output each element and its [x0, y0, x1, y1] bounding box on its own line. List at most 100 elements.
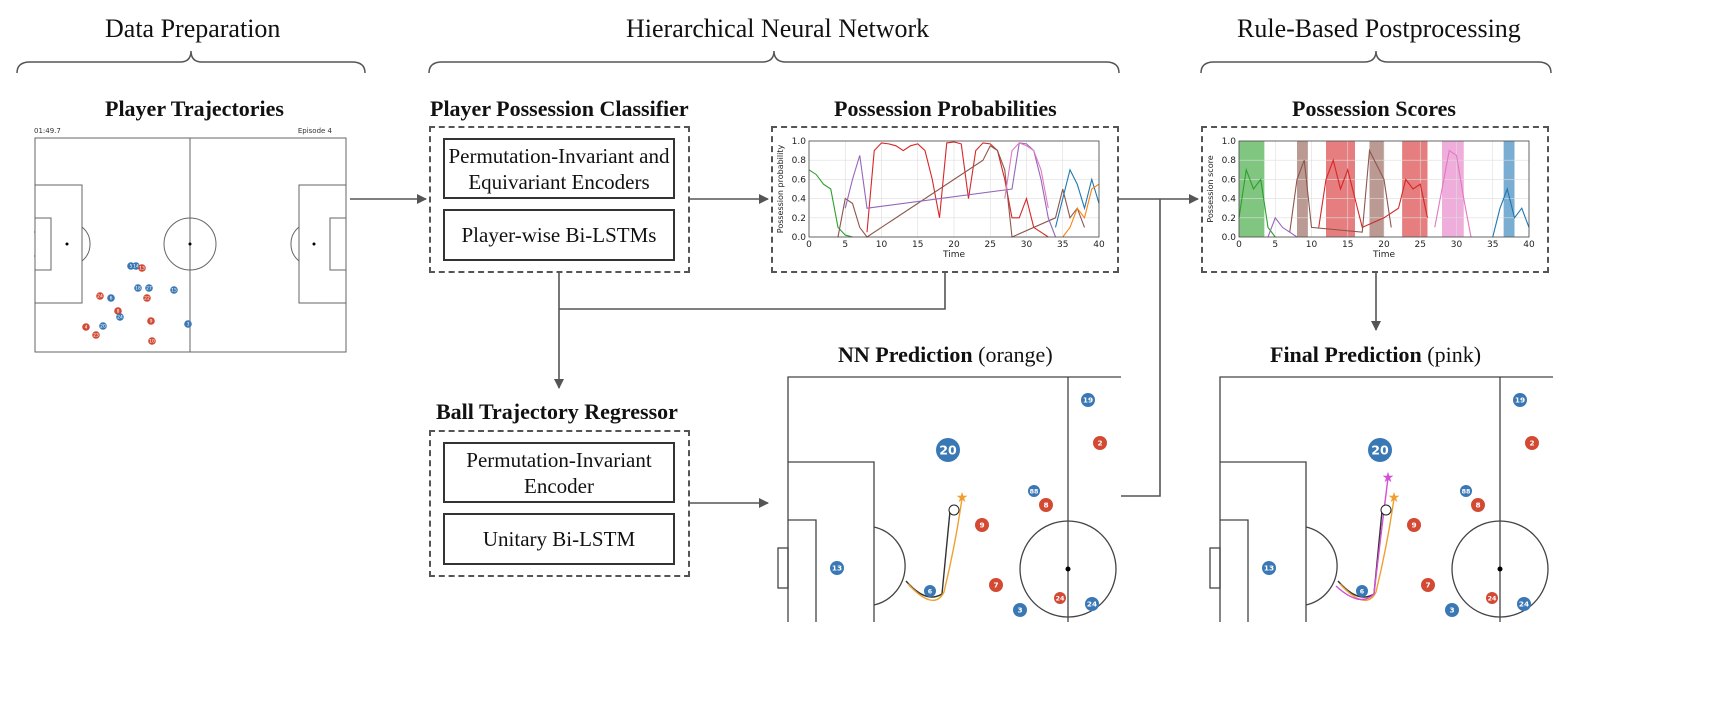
- player-dot: [1421, 578, 1435, 592]
- x-tick-label: 25: [985, 240, 996, 250]
- player-dot: [99, 322, 107, 330]
- player-number: 7: [1425, 581, 1430, 590]
- score-band: [1402, 141, 1428, 237]
- y-tick-label: 1.0: [1222, 137, 1237, 147]
- player-dot: [1368, 438, 1392, 462]
- score-band: [1297, 141, 1308, 237]
- player-marker: 8: [114, 307, 122, 315]
- zoom-penalty-box: [788, 461, 875, 622]
- zoom-six-box: [788, 519, 817, 622]
- nn-prediction-label: NN Prediction: [838, 342, 973, 367]
- pitch-right-arc: [290, 226, 300, 262]
- x-axis-label: Time: [1372, 250, 1395, 260]
- zoom-six-box: [1220, 519, 1249, 622]
- x-tick-label: 5: [842, 240, 848, 250]
- title-nn-prediction: NN Prediction (orange): [838, 342, 1053, 368]
- series-line: [1289, 148, 1392, 233]
- player-number: 6: [1360, 588, 1365, 595]
- player-dot: [1013, 603, 1027, 617]
- player-dot: [1054, 592, 1066, 604]
- final-predicted-path: [1335, 477, 1389, 601]
- series-line: [1054, 168, 1100, 228]
- player-dot: [1262, 561, 1276, 575]
- zoom-center-spot: [1065, 566, 1071, 572]
- zoom-goal: [1209, 547, 1221, 589]
- series-line: [1004, 142, 1049, 209]
- score-band: [1369, 141, 1384, 237]
- series-line: [1492, 187, 1530, 238]
- player-number: 9: [979, 521, 984, 530]
- zoom-penalty-arc: [873, 526, 906, 606]
- y-tick-label: 0.8: [1222, 156, 1237, 166]
- ball-marker: [948, 504, 960, 516]
- pitch-right-spot: [312, 242, 316, 246]
- box-perm-inv-equi: Permutation-Invariant and Equivariant En…: [443, 138, 675, 199]
- player-number: 18: [135, 286, 141, 292]
- section-hierarchical-neural-network: Hierarchical Neural Network: [626, 14, 930, 43]
- box-perm-inv-enc: Permutation-Invariant Encoder: [443, 442, 675, 503]
- player-marker: 23: [92, 331, 100, 339]
- y-tick-label: 0.0: [792, 233, 807, 243]
- pitch-right-box: [298, 184, 347, 304]
- player-marker: 15: [170, 286, 178, 294]
- section-data-preparation: Data Preparation: [105, 14, 281, 43]
- player-dot: [147, 317, 155, 325]
- brace-hnn: [428, 50, 1120, 74]
- series-line: [866, 141, 1049, 238]
- player-dot: [989, 578, 1003, 592]
- regressor-container: [429, 430, 690, 577]
- y-tick-label: 0.8: [792, 156, 807, 166]
- player-marker: 22: [143, 294, 151, 302]
- player-number: 88: [1030, 488, 1039, 495]
- zoom-center-spot: [1497, 566, 1503, 572]
- y-tick-label: 0.6: [792, 175, 807, 185]
- true-ball-path: [905, 510, 951, 598]
- player-dot: [1460, 485, 1472, 497]
- player-number: 4: [85, 325, 88, 331]
- x-tick-label: 10: [1306, 240, 1318, 250]
- y-tick-label: 0.0: [1222, 233, 1237, 243]
- nn-prediction-sub: (orange): [978, 342, 1053, 367]
- series-line: [1238, 167, 1276, 238]
- player-number: 24: [97, 294, 103, 300]
- y-axis-label: Possession probability: [776, 145, 785, 234]
- player-marker: 19: [1513, 393, 1527, 407]
- player-marker: 3: [1013, 603, 1027, 617]
- player-number: 14: [133, 264, 139, 270]
- player-dot: [138, 264, 146, 272]
- score-band: [1503, 141, 1515, 237]
- player-number: 8: [1043, 501, 1048, 510]
- player-marker: 20: [99, 322, 107, 330]
- title-possession-scores: Possession Scores: [1292, 96, 1456, 121]
- player-dot: [1356, 585, 1368, 597]
- final-prediction-sub: (pink): [1427, 342, 1482, 367]
- player-marker: 24: [96, 292, 104, 300]
- y-tick-label: 1.0: [792, 137, 807, 147]
- player-marker: 24: [1054, 592, 1066, 604]
- x-tick-label: 30: [1021, 240, 1033, 250]
- score-band: [1442, 141, 1464, 237]
- player-number: 15: [171, 288, 177, 294]
- player-number: 20: [939, 443, 957, 458]
- player-dot: [148, 337, 156, 345]
- player-number: 27: [146, 286, 152, 292]
- classifier-container: [429, 126, 690, 273]
- y-tick-label: 0.4: [1222, 195, 1237, 205]
- player-number: 7: [993, 581, 998, 590]
- x-tick-label: 35: [1487, 240, 1498, 250]
- player-dot: [924, 585, 936, 597]
- player-dot: [830, 561, 844, 575]
- player-number: 8: [117, 309, 120, 315]
- title-player-trajectories: Player Trajectories: [105, 96, 284, 121]
- plot-frame: [808, 140, 1100, 238]
- player-number: 9: [150, 319, 153, 325]
- nn-predicted-path: [907, 497, 963, 601]
- player-marker: 13: [830, 561, 844, 575]
- player-dot: [134, 284, 142, 292]
- player-number: 24: [1519, 600, 1529, 609]
- player-number: 8: [1475, 501, 1480, 510]
- player-marker: 27: [145, 284, 153, 292]
- series-line: [844, 142, 1057, 238]
